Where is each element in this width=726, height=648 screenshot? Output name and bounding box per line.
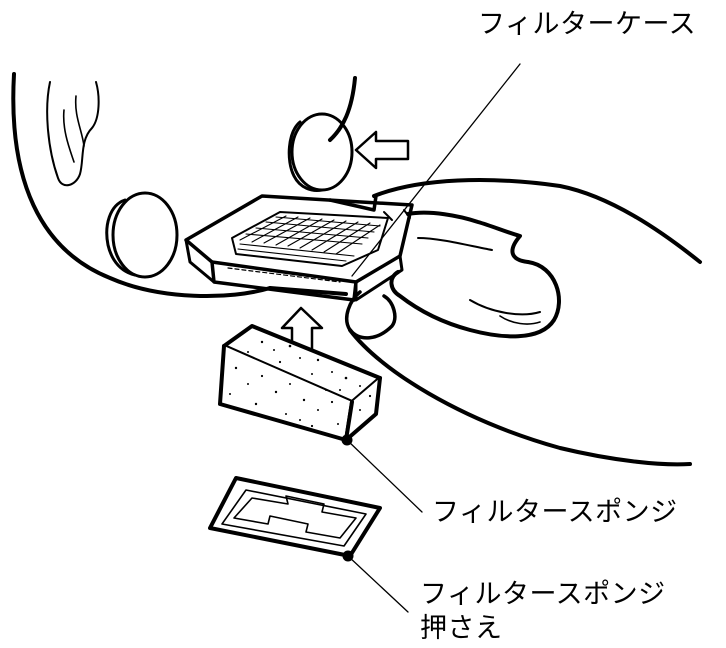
upper-knob-icon [289,114,352,190]
insert-arrow-icon [356,132,408,168]
filter-sponge-label: フィルタースポンジ [432,496,678,530]
left-knob-icon [107,193,177,277]
filter-sponge-holder-label-line1: フィルタースポンジ [420,578,666,612]
filter-case-illustration [186,196,412,300]
filter-sponge-holder-label-line2: 押さえ [420,612,503,646]
sponge-holder-leader-line [348,556,408,612]
filter-sponge-illustration [220,326,380,446]
filter-sponge-leader-line [347,440,422,512]
filter-case-label: フィルターケース [478,8,696,42]
sponge-holder-illustration [210,478,380,562]
filter-case-leader-line [352,64,520,276]
